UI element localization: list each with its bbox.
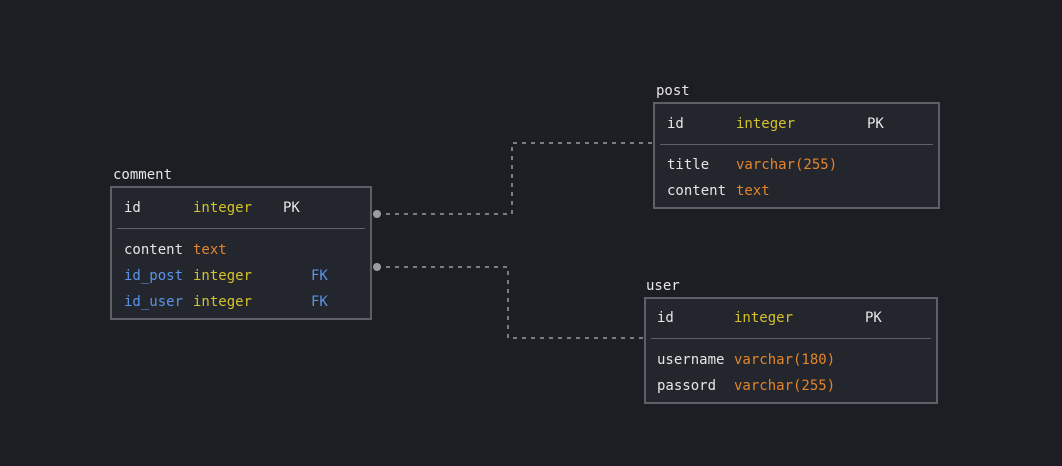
field-name: title [667, 157, 710, 173]
field-name: id [667, 116, 684, 132]
field-name: id [657, 310, 674, 326]
header-separator [651, 338, 931, 339]
field-name: id_user [124, 294, 184, 310]
table-row: id integer PK [646, 309, 936, 327]
relation-line-comment-post [377, 142, 655, 215]
table-row: id_post integer FK [112, 267, 370, 285]
field-type: varchar(180) [734, 352, 836, 368]
field-name: passord [657, 378, 717, 394]
field-key: FK [311, 294, 328, 310]
field-type: text [193, 242, 227, 258]
field-key: PK [865, 310, 882, 326]
header-separator [660, 144, 933, 145]
table-user[interactable]: id integer PK username varchar(180) pass… [644, 297, 938, 404]
table-post[interactable]: id integer PK title varchar(255) content… [653, 102, 940, 209]
header-separator [117, 228, 365, 229]
table-row: id integer PK [112, 199, 370, 217]
field-name: content [124, 242, 184, 258]
table-row: passord varchar(255) [646, 377, 936, 395]
field-type: integer [193, 268, 253, 284]
field-key: FK [311, 268, 328, 284]
field-type: integer [193, 294, 253, 310]
table-row: content text [655, 182, 938, 200]
field-name: id_post [124, 268, 184, 284]
table-title-user: user [646, 278, 680, 294]
table-row: id_user integer FK [112, 293, 370, 311]
table-comment[interactable]: id integer PK content text id_post integ… [110, 186, 372, 320]
relation-endpoint-id-user [373, 263, 381, 271]
field-type: varchar(255) [736, 157, 838, 173]
field-type: integer [193, 200, 253, 216]
field-type: text [736, 183, 770, 199]
table-row: username varchar(180) [646, 351, 936, 369]
table-row: content text [112, 241, 370, 259]
relation-line-comment-user [377, 266, 645, 339]
field-type: varchar(255) [734, 378, 836, 394]
field-name: content [667, 183, 727, 199]
field-type: integer [734, 310, 794, 326]
field-key: PK [867, 116, 884, 132]
table-row: title varchar(255) [655, 156, 938, 174]
field-name: id [124, 200, 141, 216]
table-title-comment: comment [113, 167, 173, 183]
table-row: id integer PK [655, 115, 938, 133]
field-name: username [657, 352, 725, 368]
table-title-post: post [656, 83, 690, 99]
field-type: integer [736, 116, 796, 132]
field-key: PK [283, 200, 300, 216]
relation-endpoint-id-post [373, 210, 381, 218]
